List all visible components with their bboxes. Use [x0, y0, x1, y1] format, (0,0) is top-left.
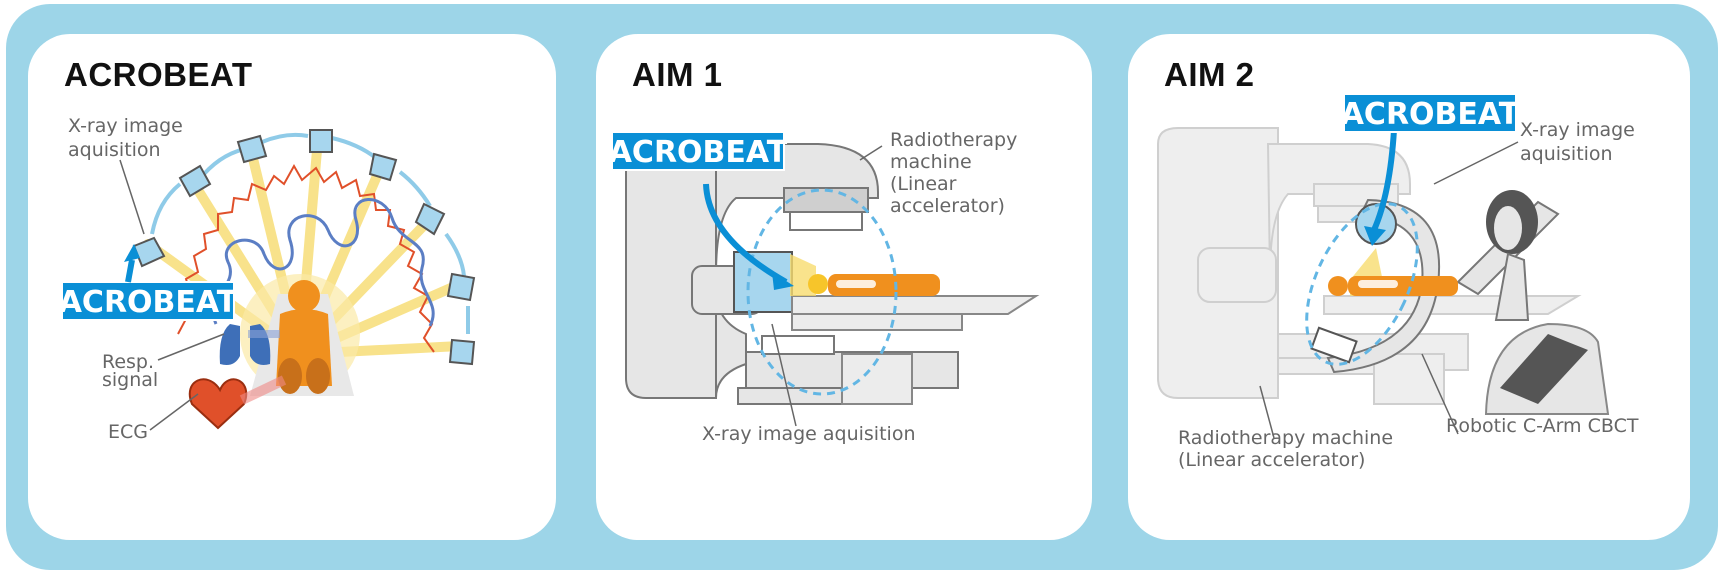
panel-title: ACROBEAT	[64, 56, 253, 93]
svg-text:ACROBEAT: ACROBEAT	[1341, 97, 1520, 132]
panel-aim1: AIM 1	[596, 34, 1092, 540]
xray-detectors	[132, 129, 476, 366]
label-resp-line2: signal	[102, 369, 158, 391]
patient-figure	[790, 254, 940, 296]
c-arm-detector	[1310, 326, 1358, 364]
acrobeat-badge: ACROBEAT	[1341, 93, 1520, 246]
aim1-illustration: ACROBEAT Radiotherapy machine (Linear ac…	[609, 129, 1040, 445]
panel-title: AIM 1	[632, 56, 723, 93]
label-xray-line2: aquisition	[1520, 143, 1613, 165]
label-machine-line1: Radiotherapy machine	[1178, 427, 1393, 449]
ecg-arc	[177, 163, 435, 353]
svg-text:ACROBEAT: ACROBEAT	[59, 285, 238, 320]
leader-lines	[1259, 141, 1519, 439]
label-machine-line1: Radiotherapy	[890, 129, 1017, 151]
aim2-illustration: ACROBEAT X-ray image aquisition Radiothe…	[1157, 93, 1639, 471]
label-xray-line2: aquisition	[68, 139, 161, 161]
label-xray-line1: X-ray image	[1520, 119, 1635, 141]
heart-icon	[188, 378, 248, 430]
collimator	[789, 211, 863, 231]
acrobeat-badge: ACROBEAT	[59, 244, 238, 321]
leader-lines	[119, 159, 225, 431]
patient-figure	[1328, 248, 1458, 296]
acrobeat-illustration: ACROBEAT X-ray image aquisition Resp. si…	[59, 115, 476, 443]
ecg-link	[239, 375, 287, 405]
xray-detector	[761, 335, 835, 355]
panel-title: AIM 2	[1164, 56, 1255, 93]
label-resp-line1: Resp.	[102, 351, 154, 373]
leader-lines	[771, 145, 883, 427]
label-xray-line1: X-ray image	[68, 115, 183, 137]
panel-aim2: AIM 2	[1128, 34, 1690, 540]
acrobeat-badge: ACROBEAT	[609, 131, 794, 290]
panel-acrobeat: ACROBEAT	[28, 34, 556, 540]
label-xray: X-ray image aquisition	[702, 423, 915, 445]
c-arm	[1326, 198, 1441, 374]
label-machine-line3: (Linear	[890, 173, 957, 195]
resp-wave	[212, 198, 435, 327]
label-machine-line2: machine	[890, 151, 972, 173]
rotation-arrows	[746, 188, 898, 396]
label-machine-line4: accelerator)	[890, 195, 1005, 217]
svg-text:ACROBEAT: ACROBEAT	[609, 135, 788, 170]
label-machine-line2: (Linear accelerator)	[1178, 449, 1365, 471]
label-ecg: ECG	[108, 421, 148, 443]
rotation-arrows	[1305, 202, 1419, 366]
robot-arm	[1456, 190, 1610, 415]
label-carm: Robotic C-Arm CBCT	[1446, 415, 1639, 437]
